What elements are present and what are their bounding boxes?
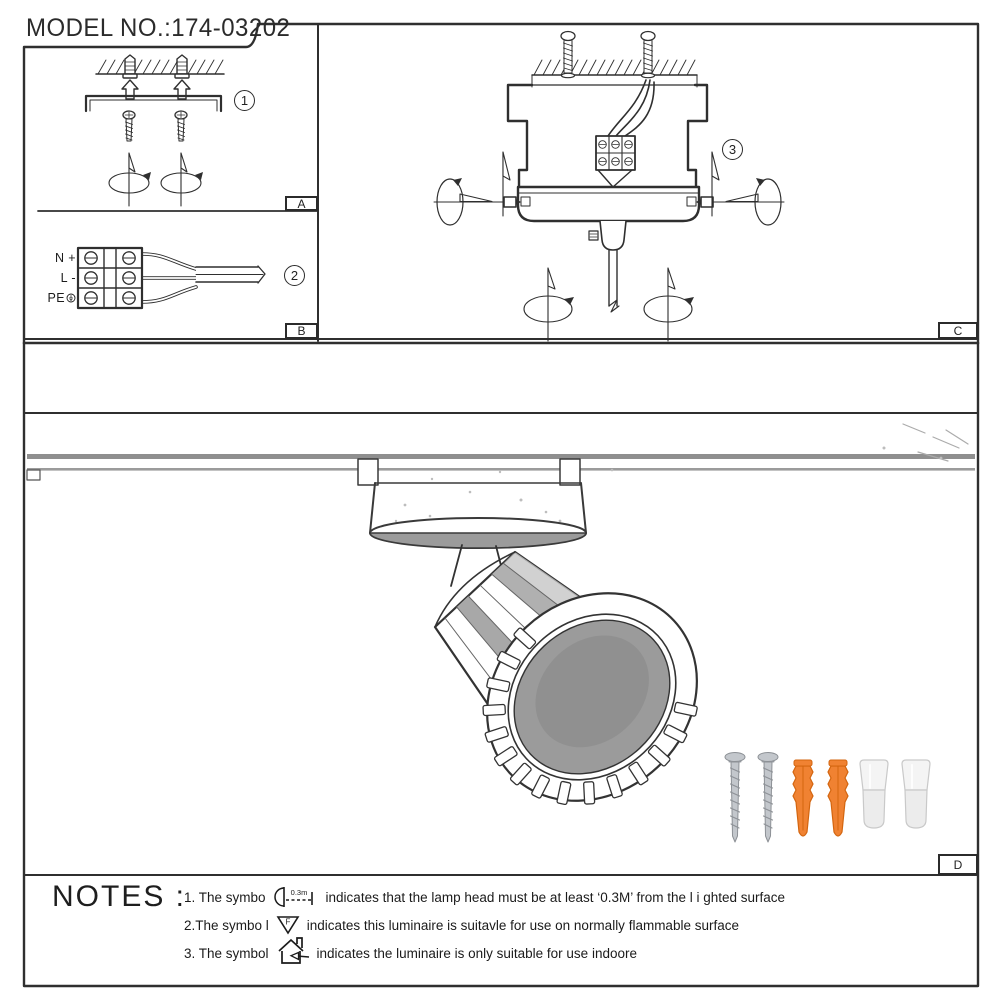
wires xyxy=(607,79,655,137)
lamp-face-ring xyxy=(482,592,698,806)
terminal-label-live: L - xyxy=(60,271,76,285)
direction-arrow-icon xyxy=(725,193,759,203)
note-text-suffix: indicates the luminaire is only suitable… xyxy=(316,945,637,961)
mounting-screw-icon xyxy=(560,30,576,79)
power-cable xyxy=(195,265,266,284)
panel-label-d: D xyxy=(938,854,978,875)
wire-nut-icon xyxy=(901,759,931,829)
lamp-min-distance-icon: 0.3m xyxy=(273,887,313,907)
side-screw-icon xyxy=(433,193,521,208)
note-text-prefix: 3. The symbol xyxy=(184,945,269,961)
rotation-arrow-icon xyxy=(436,178,464,226)
direction-arrow-icon xyxy=(459,193,493,203)
panel-c-illustration xyxy=(433,30,785,342)
terminal-block xyxy=(595,135,636,188)
track-bar xyxy=(516,185,701,223)
side-screw-icon xyxy=(696,193,785,208)
rotation-arrow-icon xyxy=(754,178,782,226)
panel-letter: A xyxy=(297,196,306,211)
wall-anchor-icon xyxy=(121,54,139,100)
step-number-2: 2 xyxy=(284,265,305,286)
step-number-3: 3 xyxy=(722,139,743,160)
up-arrow-icon xyxy=(121,79,139,100)
sketch-texture xyxy=(394,446,943,523)
panel-letter: C xyxy=(953,323,963,338)
earth-symbol-icon xyxy=(66,293,76,303)
panel-label-c: C xyxy=(938,322,978,339)
f-symbol-letter: F xyxy=(285,918,290,927)
model-number-title: MODEL NO.:174-03202 xyxy=(26,14,291,42)
step-number-1: 1 xyxy=(234,90,255,111)
sheet-frame xyxy=(22,22,980,988)
note-line-2: 2.The symbo l F indicates this luminaire… xyxy=(184,912,739,938)
step-digit: 3 xyxy=(728,142,737,157)
panel-letter: B xyxy=(297,324,306,338)
screw-icon xyxy=(122,110,136,142)
canopy-outline xyxy=(506,74,709,189)
min-distance-value: 0.3m xyxy=(290,888,307,897)
rotation-arrow-icon xyxy=(160,152,203,207)
note-text-prefix: 1. The symbo xyxy=(184,889,266,905)
note-text-suffix: indicates this luminaire is suitavle for… xyxy=(306,917,739,933)
wall-plug-icon xyxy=(792,759,814,837)
panel-a-illustration xyxy=(84,54,225,207)
crown-slots xyxy=(482,627,698,806)
pendant-cable xyxy=(588,220,627,313)
track-rail xyxy=(26,423,975,481)
panel-label-a: A xyxy=(285,196,318,211)
rotation-arrow-icon xyxy=(643,267,694,342)
indoor-use-house-icon xyxy=(277,937,309,964)
ceiling-hatch xyxy=(95,59,225,75)
screw-icon xyxy=(724,752,746,843)
ceiling-hatch xyxy=(531,59,698,76)
terminal-block xyxy=(76,246,144,310)
note-line-3: 3. The symbol indicates the luminaire is… xyxy=(184,937,637,966)
terminal-label-neutral: N + xyxy=(55,251,76,265)
flammable-surface-f-triangle-icon: F xyxy=(276,916,300,935)
wall-anchor-icon xyxy=(173,54,191,100)
mounting-screw-icon xyxy=(640,30,656,79)
included-hardware xyxy=(724,752,931,843)
note-line-1: 1. The symbo 0.3m indicates that the lam… xyxy=(184,884,785,910)
notes-heading: NOTES : xyxy=(52,880,187,913)
wires xyxy=(140,252,198,304)
panel-d-illustration xyxy=(23,412,979,843)
terminal-screw xyxy=(84,251,136,305)
rotation-arrow-icon xyxy=(108,152,151,207)
step-digit: 1 xyxy=(240,93,249,108)
step-digit: 2 xyxy=(290,268,299,283)
terminal-label-earth: PE xyxy=(36,291,76,305)
screw-icon xyxy=(174,110,188,142)
note-text-suffix: indicates that the lamp head must be at … xyxy=(325,889,786,905)
earth-label-text: PE xyxy=(47,291,65,305)
up-arrow-icon xyxy=(173,79,191,100)
track-adapter xyxy=(357,458,587,549)
rotation-arrow-icon xyxy=(523,267,574,342)
terminal-screw xyxy=(598,140,633,166)
panel-label-b: B xyxy=(285,323,318,339)
panel-letter: D xyxy=(953,857,963,872)
direction-arrow-icon xyxy=(502,151,720,217)
screw-icon xyxy=(757,752,779,843)
wire-nut-icon xyxy=(859,759,889,829)
panel-b-illustration xyxy=(76,246,266,310)
note-text-prefix: 2.The symbo l xyxy=(184,917,269,933)
mounting-bracket xyxy=(84,94,223,113)
wall-plug-icon xyxy=(827,759,849,837)
